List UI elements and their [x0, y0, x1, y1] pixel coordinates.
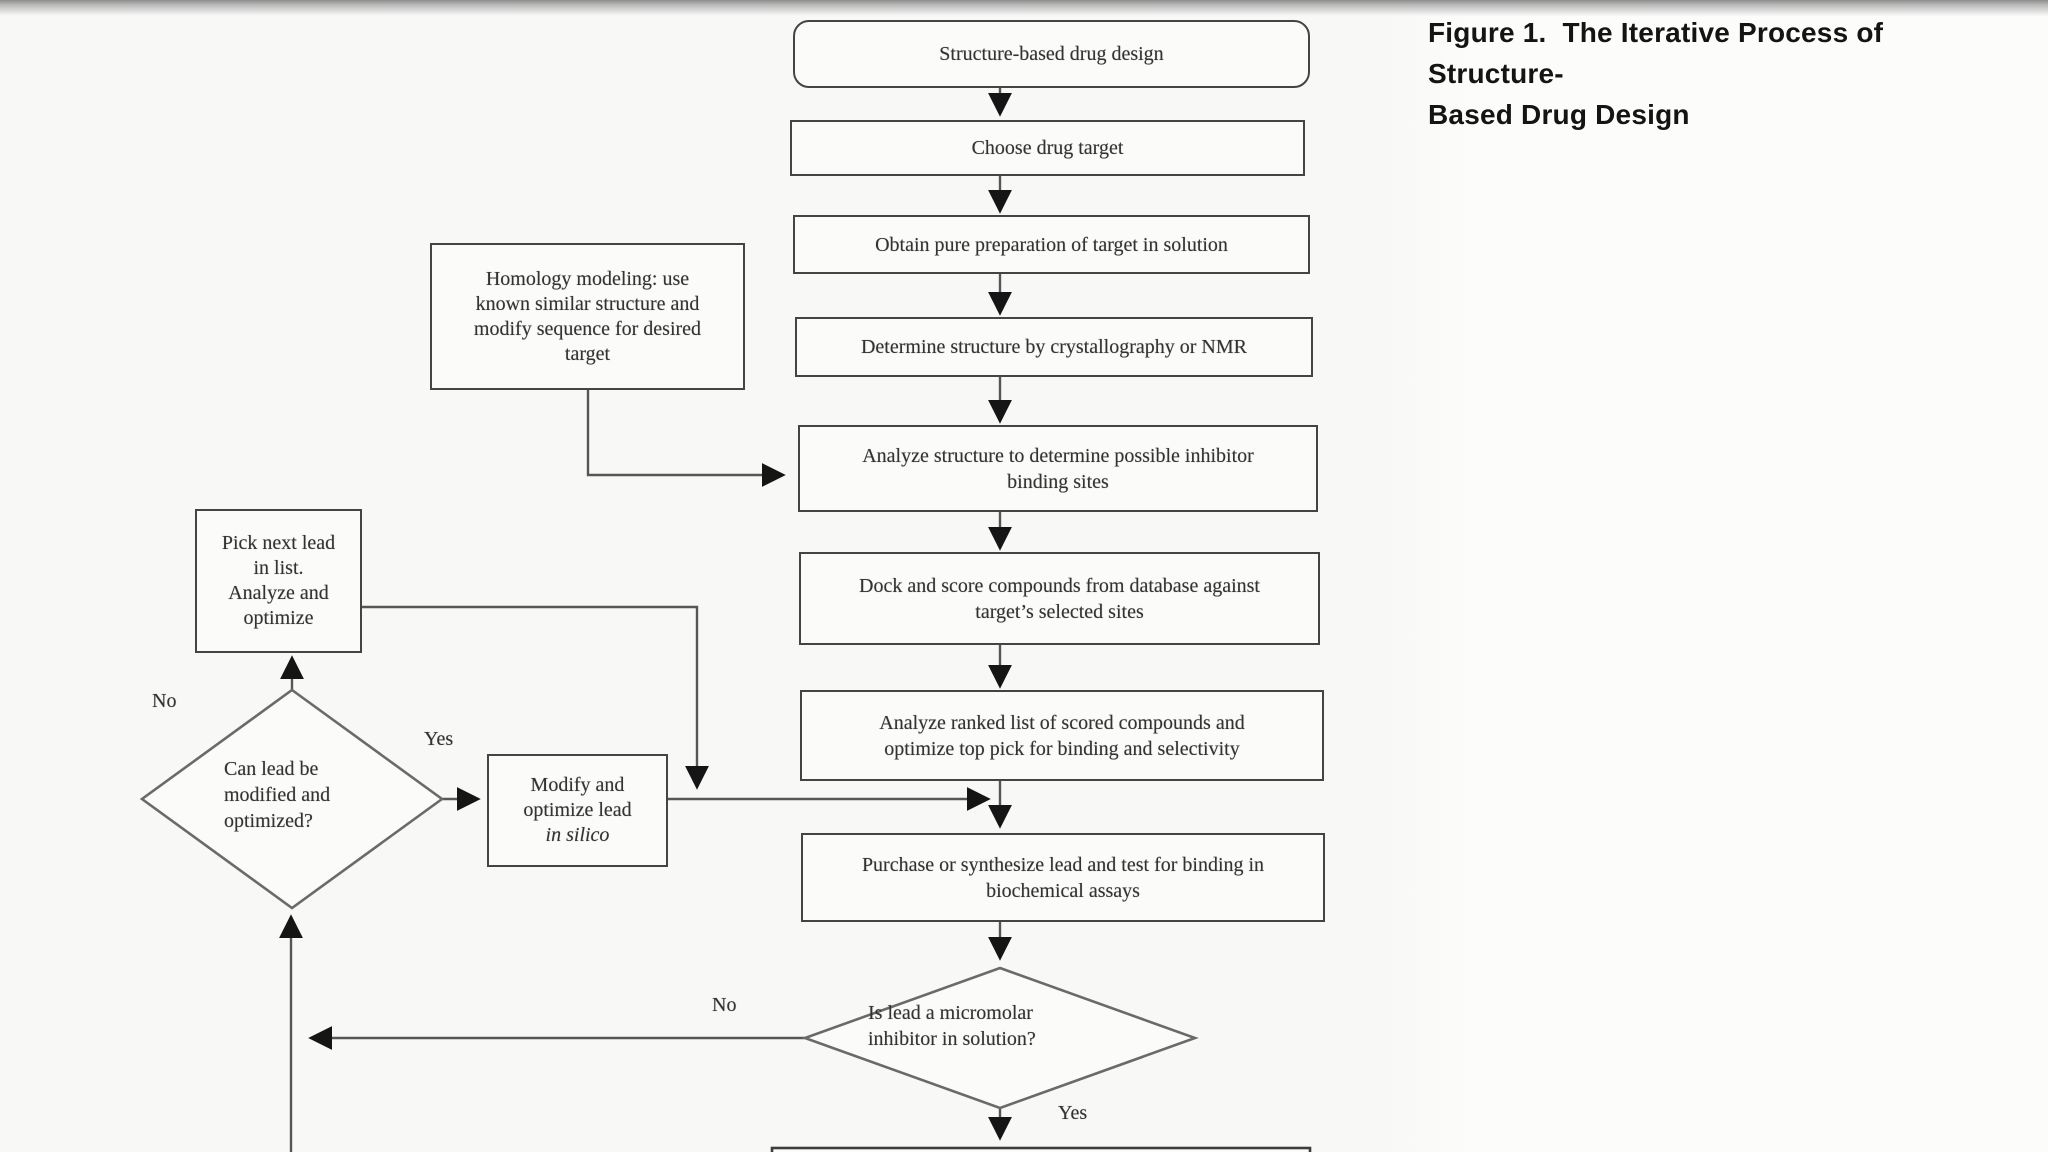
- figure-caption: Figure 1. The Iterative Process of Struc…: [1428, 17, 1884, 130]
- modify-optimize-in-silico: in silico: [545, 824, 610, 846]
- decision-diamond-can-modify: [139, 688, 445, 910]
- label-micromolar-yes: Yes: [1058, 1102, 1088, 1124]
- node-dock-score: Dock and score compounds from database a…: [799, 552, 1320, 645]
- node-analyze-ranked: Analyze ranked list of scored compounds …: [800, 690, 1324, 781]
- arrow-homology-to-analyze: [586, 390, 786, 487]
- node-start: Structure-based drug design: [793, 20, 1310, 88]
- scan-top-edge: [0, 0, 2048, 16]
- label-can-modify-yes: Yes: [424, 728, 454, 750]
- node-analyze-structure: Analyze structure to determine possible …: [798, 425, 1318, 512]
- node-homology-modeling: Homology modeling: use known similar str…: [430, 243, 745, 390]
- node-modify-optimize: Modify and optimize lead in silico: [487, 754, 668, 867]
- node-obtain-preparation: Obtain pure preparation of target in sol…: [793, 215, 1310, 274]
- node-choose-target: Choose drug target: [790, 120, 1305, 176]
- node-next-step-partial: [770, 1146, 1312, 1152]
- arrow-pick-lead-merge: [362, 605, 709, 790]
- decision-diamond-micromolar: [801, 966, 1199, 1110]
- label-can-modify-no: No: [152, 690, 177, 712]
- decision-can-modify-text: Can lead be modified and optimized?: [224, 758, 331, 832]
- decision-micromolar-text: Is lead a micromolar inhibitor in soluti…: [868, 1002, 1036, 1050]
- node-determine-structure: Determine structure by crystallography o…: [795, 317, 1313, 377]
- modify-optimize-text: Modify and optimize lead: [523, 774, 632, 821]
- label-micromolar-no: No: [712, 994, 737, 1016]
- node-pick-next-lead: Pick next lead in list. Analyze and opti…: [195, 509, 362, 653]
- node-purchase-synthesize: Purchase or synthesize lead and test for…: [801, 833, 1325, 922]
